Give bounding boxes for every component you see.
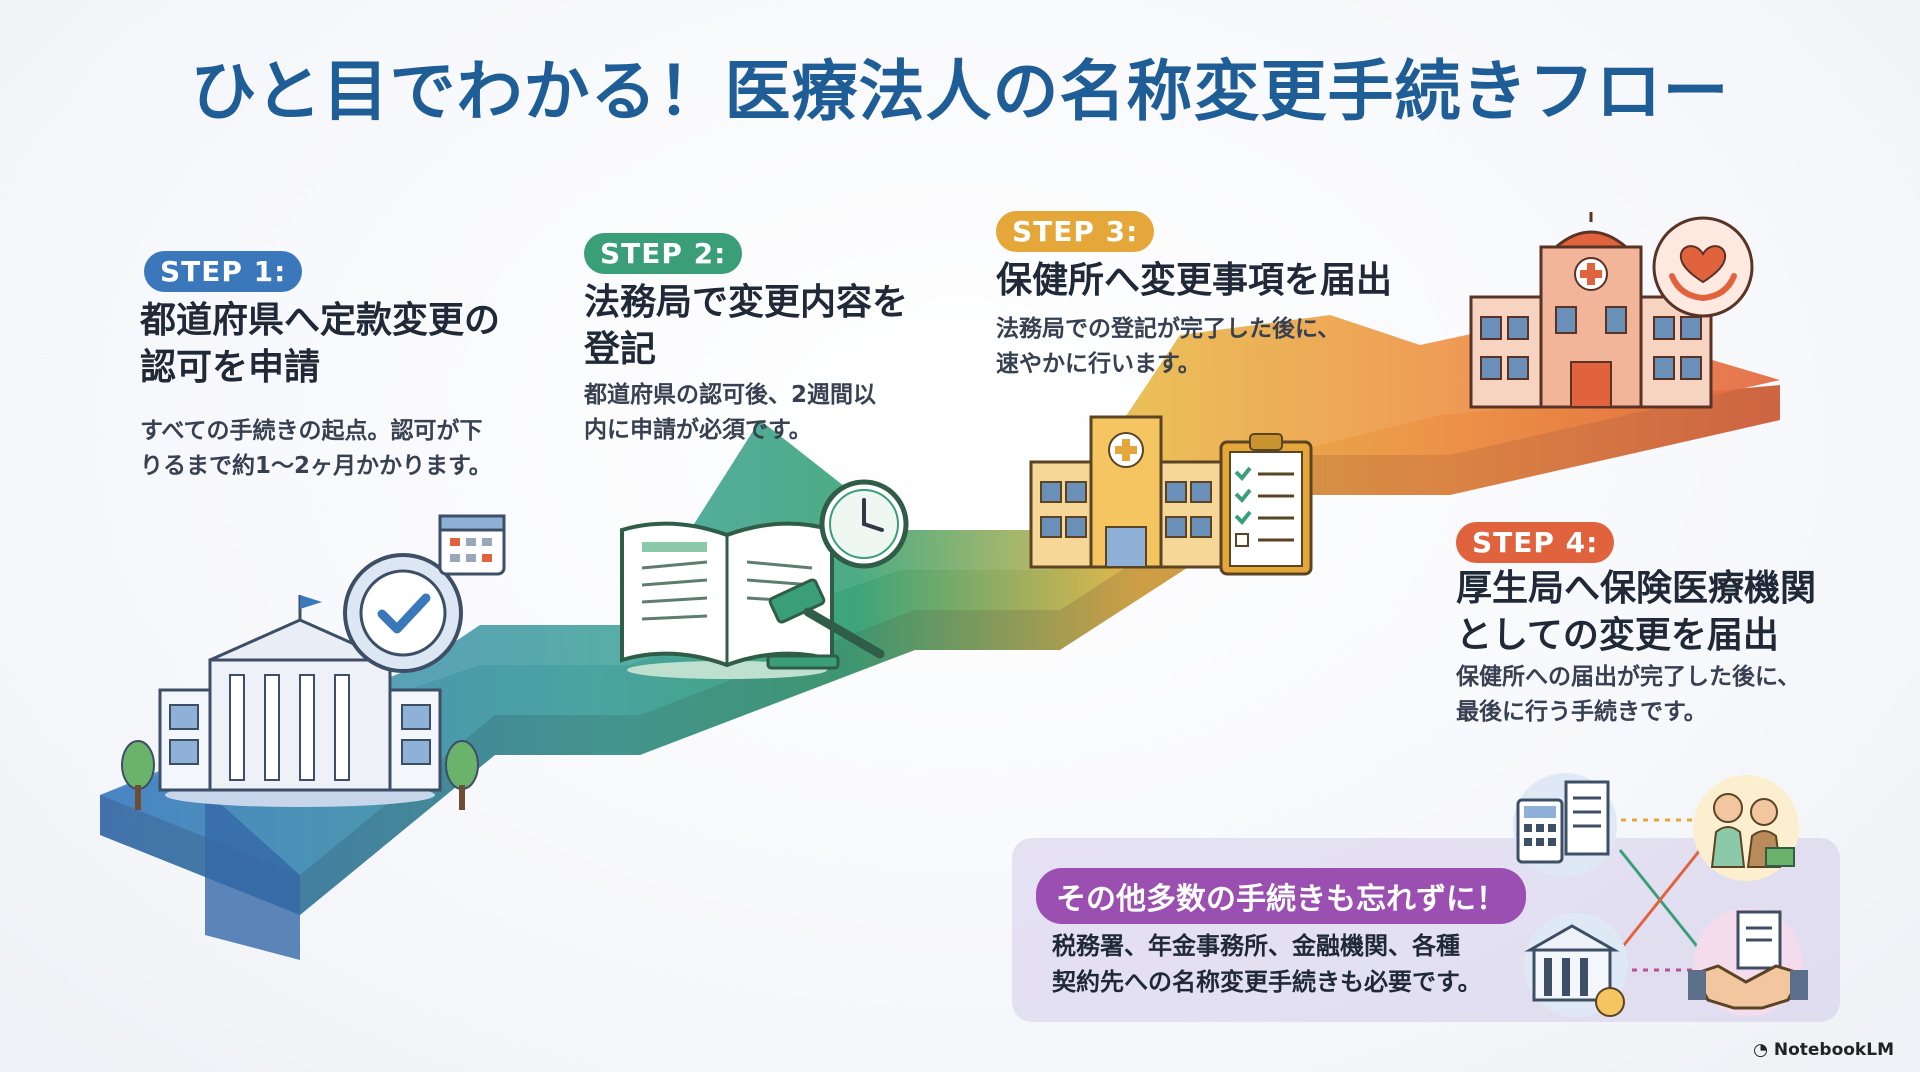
check-seal-icon [343,553,463,673]
step2-title-line2: 登記 [584,328,657,370]
step2-title-line1: 法務局で変更内容を [584,282,909,323]
other-procedures-description: 税務署、年金事務所、金融機関、各種 契約先への名称変更手続きも必要です。 [1052,928,1512,1000]
step3-title: 保健所へ変更事項を届出 [996,258,1392,305]
step4-title: 厚生局へ保険医療機関 としての変更を届出 [1456,566,1816,660]
step4-desc-line1: 保健所への届出が完了した後に、 [1456,664,1801,690]
step1-desc-line1: すべての手続きの起点。認可が下 [140,418,483,444]
page-title: ひと目でわかる！医療法人の名称変更手続きフロー [190,53,1730,130]
hospital-icon [1029,415,1223,569]
step3-desc-line1: 法務局での登記が完了した後に、 [996,316,1341,342]
step2-desc-line1: 都道府県の認可後、2週間以 [584,382,877,408]
government-building-icon [158,595,442,807]
step2-badge: STEP 2: [584,233,743,274]
tree-icon [121,740,155,810]
notebooklm-watermark: ◔ NotebookLM [1753,1040,1894,1060]
step1-title-line2: 認可を申請 [140,346,321,388]
large-hospital-icon [1469,212,1713,409]
calculator-documents-icon [1513,773,1617,877]
bank-coins-icon [1524,913,1628,1017]
tree-icon [445,740,479,810]
other-desc-line1: 税務署、年金事務所、金融機関、各種 [1052,932,1460,960]
other-desc-line2: 契約先への名称変更手続きも必要です。 [1052,968,1482,996]
clock-icon [819,479,909,569]
step3-title-line1: 保健所へ変更事項を届出 [996,260,1393,301]
notebooklm-logo-icon: ◔ [1753,1040,1768,1060]
heart-hands-icon [1652,216,1754,318]
step4-desc-line2: 最後に行う手続きです。 [1456,698,1707,725]
calendar-icon [438,514,506,576]
step4-description: 保健所への届出が完了した後に、 最後に行う手続きです。 [1456,660,1800,729]
step1-badge: STEP 1: [144,251,303,292]
step1-description: すべての手続きの起点。認可が下 りるまで約1〜2ヶ月かかります。 [140,414,492,483]
step1-title-line1: 都道府県へ定款変更の [140,300,501,341]
step2-desc-line2: 内に申請が必須です。 [584,416,812,443]
other-procedures-badge: その他多数の手続きも忘れずに！ [1036,868,1526,924]
elderly-couple-icon [1693,775,1799,881]
clipboard-checklist-icon [1219,433,1313,576]
step4-title-line1: 厚生局へ保険医療機関 [1456,568,1817,609]
step3-desc-line2: 速やかに行います。 [996,350,1201,377]
step2-description: 都道府県の認可後、2週間以 内に申請が必須です。 [584,378,876,447]
gavel-icon [766,578,885,670]
step2-title: 法務局で変更内容を 登記 [584,280,908,374]
step1-title: 都道府県へ定款変更の 認可を申請 [140,298,500,392]
handshake-icon [1688,908,1808,1016]
step3-description: 法務局での登記が完了した後に、 速やかに行います。 [996,312,1340,381]
step1-desc-line2: りるまで約1〜2ヶ月かかります。 [140,452,492,479]
step4-badge: STEP 4: [1456,522,1615,563]
notebooklm-label: NotebookLM [1773,1040,1894,1060]
step3-badge: STEP 3: [996,211,1155,252]
step4-title-line2: としての変更を届出 [1456,614,1779,656]
